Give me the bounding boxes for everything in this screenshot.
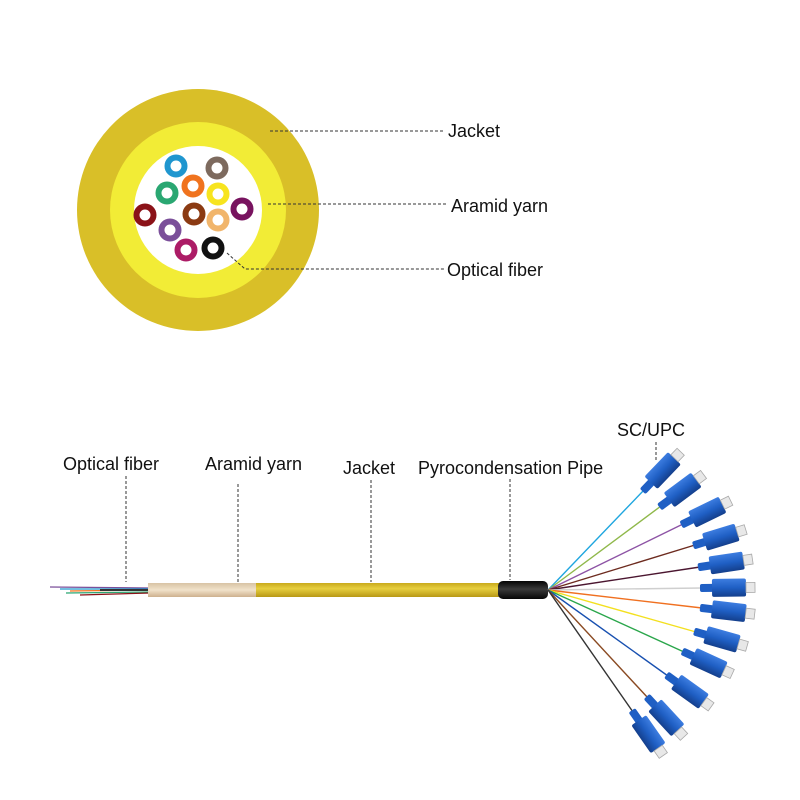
sc-upc-connectors	[629, 447, 756, 759]
fiber-ring-green	[155, 181, 179, 205]
fiber-leader	[226, 252, 444, 270]
jacket-label: Jacket	[448, 121, 500, 141]
fanout-fiber	[547, 589, 669, 677]
sc-upc-connector	[644, 694, 689, 741]
fiber-ring-yellow	[206, 182, 230, 206]
sc-upc-connector	[640, 447, 685, 494]
fanout-fiber	[547, 505, 662, 591]
aramid-label: Aramid yarn	[451, 196, 548, 216]
pigtail-aramid-label: Aramid yarn	[205, 454, 302, 474]
fiber-rings	[133, 154, 254, 262]
fanout-fiber	[547, 589, 685, 653]
pigtail-labels: Optical fiber Aramid yarn Jacket Pyrocon…	[63, 420, 685, 582]
sc-upc-connector	[664, 672, 715, 712]
fiber-ring-blue	[164, 154, 188, 178]
sc-upc-connector	[680, 495, 734, 528]
fiber-label: Optical fiber	[447, 260, 543, 280]
sc-upc-connector	[681, 648, 735, 680]
fiber-ring-rose	[174, 238, 198, 262]
fiber-ring-tan	[182, 202, 206, 226]
connector-label: SC/UPC	[617, 420, 685, 440]
sc-upc-connector	[697, 551, 754, 575]
pigtail-jacket-label: Jacket	[343, 458, 395, 478]
aramid-yarn-section	[148, 583, 258, 597]
fanout-fiber	[547, 589, 649, 699]
pigtail-fiber-label: Optical fiber	[63, 454, 159, 474]
fiber-ring-orange	[181, 174, 205, 198]
cross-section-labels: Jacket Aramid yarn Optical fiber	[226, 121, 548, 280]
sc-upc-connector	[699, 600, 756, 622]
pigtail-pipe-label: Pyrocondensation Pipe	[418, 458, 603, 478]
fanout-fiber	[547, 544, 696, 591]
sc-upc-connector	[657, 469, 708, 510]
fanout-fiber	[547, 587, 703, 591]
fiber-ring-brown	[205, 156, 229, 180]
fanout-fiber	[547, 566, 701, 591]
sc-upc-connector	[693, 626, 749, 653]
fanout-fiber	[547, 589, 634, 713]
pyrocondensation-pipe	[498, 581, 548, 599]
fanout-fiber	[547, 489, 645, 591]
sc-upc-connector	[629, 708, 668, 759]
fiber-ring-beige	[206, 208, 230, 232]
fanout-fiber	[547, 523, 684, 591]
fiber-ring-red	[133, 203, 157, 227]
fiber-ring-violet	[158, 218, 182, 242]
fanout-fiber	[547, 589, 697, 633]
fanout-fibers	[547, 489, 703, 713]
fiber-ring-purple	[230, 197, 254, 221]
cross-section	[77, 89, 319, 331]
stripped-fibers	[49, 586, 151, 596]
fiber-ring-black	[201, 236, 225, 260]
pigtail-assembly	[49, 447, 756, 759]
sc-upc-connector	[692, 524, 748, 551]
fanout-fiber	[547, 589, 703, 609]
sc-upc-connector	[699, 578, 756, 597]
jacket-section	[256, 583, 504, 597]
